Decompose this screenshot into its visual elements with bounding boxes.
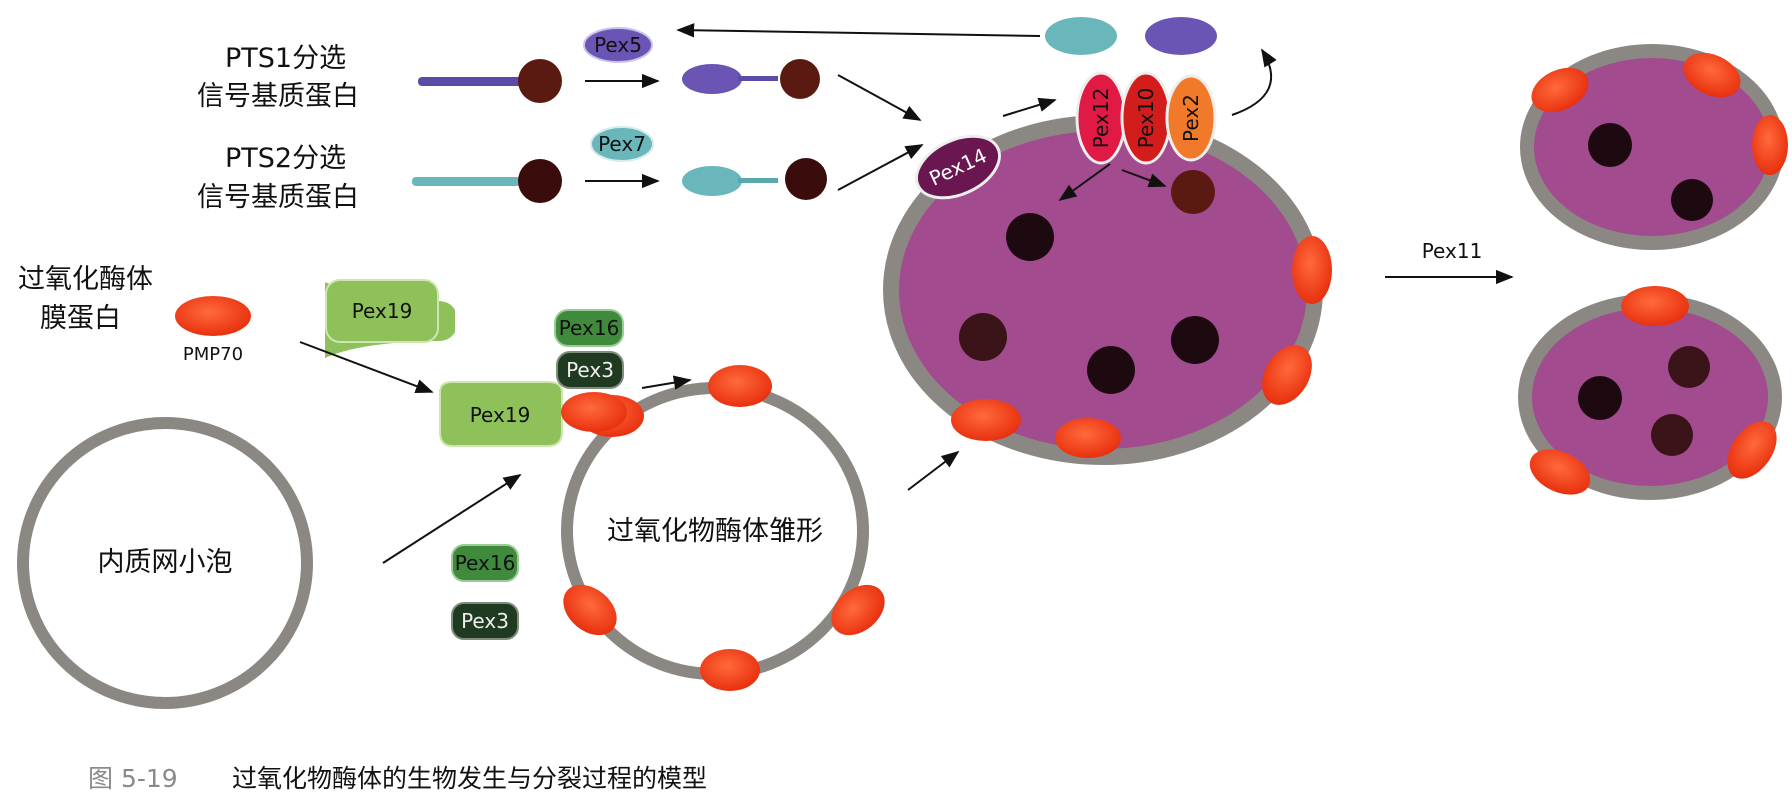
figure-number: 图 5-19 — [88, 764, 178, 793]
mature-pmp-3 — [1055, 418, 1121, 458]
pre-pmp-5 — [831, 584, 885, 636]
pex11-label: Pex11 — [1422, 239, 1483, 263]
pex16-free-label: Pex16 — [455, 551, 516, 575]
d2-pmp-3 — [1727, 421, 1777, 479]
pex16-free — [451, 544, 519, 582]
d1-pmp-1 — [1531, 67, 1589, 113]
pex3-bound — [556, 351, 624, 389]
arrow-pts2-to-peroxisome — [837, 144, 924, 191]
pts1-cargo-bound — [780, 59, 820, 99]
recycle-arrow — [1231, 48, 1277, 116]
arrow-import-1 — [1058, 163, 1111, 202]
pts1-cargo-protein — [518, 59, 562, 103]
pex10-label: Pex10 — [1134, 88, 1158, 149]
recycled-pex5 — [1145, 17, 1217, 55]
pex7-label: Pex7 — [598, 132, 646, 156]
pts2-cargo-bound — [785, 158, 827, 200]
arrow-pts1-to-peroxisome — [837, 74, 922, 121]
er-vesicle-label: 内质网小泡 — [98, 547, 233, 578]
matrix-protein-2 — [959, 313, 1007, 361]
arrow-pmp70-to-er — [299, 341, 434, 393]
pex7-bound — [682, 166, 742, 196]
d1-matrix-1 — [1588, 123, 1632, 167]
arrow-receptor-return — [676, 23, 1041, 38]
arrow-to-ring — [1002, 97, 1057, 117]
pts2-signal-tail — [412, 177, 520, 186]
pex3-free — [451, 602, 519, 640]
pts1-label-line1: PTS1分选 — [225, 43, 346, 74]
pts2-linker — [738, 178, 778, 183]
er-vesicle — [17, 417, 313, 709]
matrix-protein-1 — [1006, 213, 1054, 261]
pts1-linker — [738, 76, 778, 81]
pex19-free-label: Pex19 — [352, 299, 413, 323]
recycled-pex7 — [1045, 17, 1117, 55]
mature-pmp-4 — [951, 399, 1021, 441]
pex5-bound — [682, 64, 742, 94]
pex3-free-label: Pex3 — [461, 609, 509, 633]
d1-matrix-2 — [1671, 179, 1713, 221]
pre-peroxisome-label: 过氧化物酶体雏形 — [607, 516, 823, 547]
figure-caption: 过氧化物酶体的生物发生与分裂过程的模型 — [232, 764, 707, 793]
d2-matrix-3 — [1651, 414, 1693, 456]
d1-pmp-3 — [1752, 115, 1788, 175]
mature-pmp-1 — [1292, 236, 1332, 304]
d2-matrix-2 — [1668, 346, 1710, 388]
pmp-label-line2: 膜蛋白 — [40, 303, 121, 334]
pmp70-protein — [175, 296, 251, 336]
matrix-protein-3 — [1087, 346, 1135, 394]
pre-pmp-1 — [708, 365, 772, 407]
pmp70-label: PMP70 — [183, 344, 243, 365]
pts2-label-line1: PTS2分选 — [225, 143, 346, 174]
pts2-label-line2: 信号基质蛋白 — [197, 182, 359, 213]
bound-pmp70 — [561, 392, 627, 432]
pts1-signal-tail — [418, 77, 528, 86]
pex2-label: Pex2 — [1179, 94, 1203, 142]
d2-pmp-1 — [1621, 286, 1689, 326]
arrow-pre-to-mature — [907, 450, 960, 491]
pex3-bound-label: Pex3 — [566, 358, 614, 382]
pex19-free — [325, 279, 439, 343]
arrow-import-2 — [1121, 169, 1167, 188]
pex5-label: Pex5 — [594, 33, 642, 57]
d2-matrix-1 — [1578, 376, 1622, 420]
matrix-protein-4 — [1171, 316, 1219, 364]
pre-pmp-3 — [563, 584, 617, 636]
d1-pmp-2 — [1683, 52, 1741, 98]
pex16-bound-label: Pex16 — [559, 316, 620, 340]
pex19-bound — [439, 381, 563, 447]
pex16-bound — [554, 309, 624, 347]
pex14 — [915, 134, 1001, 200]
pre-pmp-4 — [700, 649, 760, 691]
pmp-label-line1: 过氧化酶体 — [18, 264, 153, 295]
pex12-label: Pex12 — [1089, 88, 1113, 149]
pex2 — [1165, 74, 1217, 162]
pex5-receptor — [583, 27, 653, 63]
pts1-label-line2: 信号基质蛋白 — [197, 81, 359, 112]
d2-pmp-2 — [1529, 449, 1591, 495]
pex19-bound-label: Pex19 — [470, 403, 531, 427]
arrow-er-to-pre — [382, 474, 522, 564]
pex7-receptor — [590, 126, 654, 162]
matrix-protein-5 — [1171, 170, 1215, 214]
pts2-cargo-protein — [518, 159, 562, 203]
mature-pmp-2 — [1262, 345, 1312, 405]
arrow-pmp-insert — [641, 375, 692, 390]
